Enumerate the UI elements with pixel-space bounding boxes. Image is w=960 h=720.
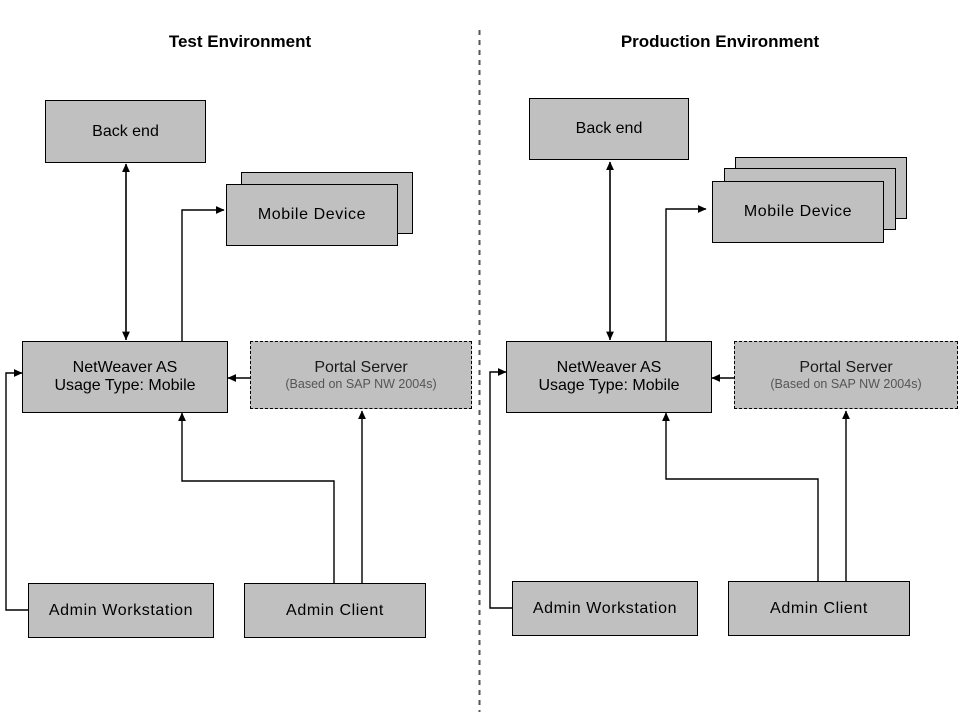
test-netweaver-line2: Usage Type: Mobile [54,377,196,394]
test-node-portal-server[interactable]: Portal Server (Based on SAP NW 2004s) [250,341,472,409]
connector-prod-client-netweaver [662,412,819,582]
prod-netweaver-line1: NetWeaver AS [556,359,662,377]
connector-test-netweaver-mobile [181,206,225,341]
test-node-netweaver-as[interactable]: NetWeaver AS Usage Type: Mobile [22,341,228,413]
test-node-admin-client[interactable]: Admin Client [244,583,426,638]
prod-node-admin-client[interactable]: Admin Client [728,581,910,636]
test-portal-line2: (Based on SAP NW 2004s) [285,377,437,392]
prod-netweaver-line2: Usage Type: Mobile [538,377,680,394]
production-environment-title: Production Environment [620,32,820,51]
prod-node-admin-workstation[interactable]: Admin Workstation [512,581,698,636]
test-admin-workstation-label: Admin Workstation [48,601,194,619]
test-node-backend[interactable]: Back end [45,100,206,163]
test-portal-line1: Portal Server [314,358,408,376]
connector-prod-workstation-netweaver [489,368,512,609]
prod-mobile-device-label: Mobile Device [743,203,853,221]
prod-node-backend[interactable]: Back end [529,98,689,160]
connector-prod-netweaver-mobile [665,205,707,341]
prod-node-mobile-device[interactable]: Mobile Device [712,181,884,243]
test-mobile-device-label: Mobile Device [257,206,367,224]
prod-backend-label: Back end [575,120,643,138]
prod-node-portal-server[interactable]: Portal Server (Based on SAP NW 2004s) [734,341,958,409]
test-node-admin-workstation[interactable]: Admin Workstation [28,583,214,638]
prod-portal-line2: (Based on SAP NW 2004s) [770,377,922,392]
test-backend-label: Back end [92,122,159,140]
test-node-mobile-device[interactable]: Mobile Device [226,184,398,246]
test-admin-client-label: Admin Client [286,601,384,619]
prod-admin-workstation-label: Admin Workstation [532,599,678,617]
test-environment-title: Test Environment [168,32,312,51]
test-netweaver-line1: NetWeaver AS [72,359,178,377]
prod-admin-client-label: Admin Client [770,599,868,617]
connector-test-workstation-netweaver [5,369,28,611]
prod-portal-line1: Portal Server [799,358,893,376]
prod-node-netweaver-as[interactable]: NetWeaver AS Usage Type: Mobile [506,341,712,413]
connector-test-client-netweaver [178,412,335,584]
